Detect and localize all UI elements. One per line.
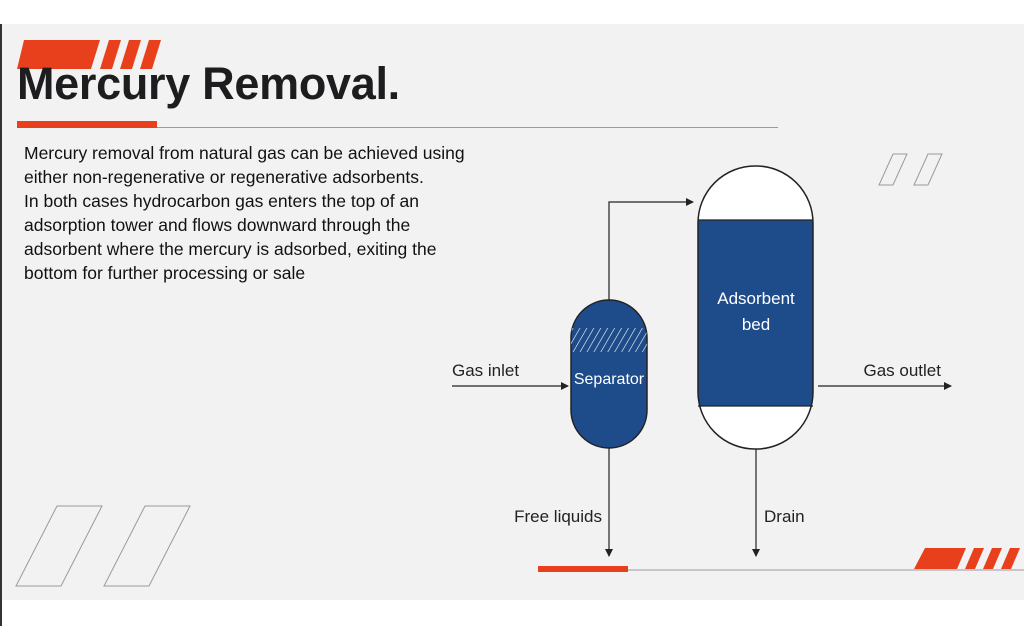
outline-stripe xyxy=(15,505,103,587)
outline-stripe xyxy=(878,153,908,186)
body-paragraph: Mercury removal from natural gas can be … xyxy=(24,141,544,285)
gas-inlet-label: Gas inlet xyxy=(452,361,519,380)
body-line: Mercury removal from natural gas can be … xyxy=(24,143,465,163)
slide-title: Mercury Removal. xyxy=(17,58,400,109)
adsorbent-bed xyxy=(698,220,813,406)
red-stripe xyxy=(17,40,100,69)
red-stripe xyxy=(983,548,1002,569)
adsorbent-label-line2: bed xyxy=(742,315,770,334)
top-left-red-stripes xyxy=(17,40,161,69)
left-edge-border xyxy=(0,24,2,626)
red-stripe xyxy=(1001,548,1020,569)
outline-stripe xyxy=(913,153,943,186)
separator-label: Separator xyxy=(574,371,645,388)
free-liquids-label: Free liquids xyxy=(514,507,602,526)
top-right-outline-stripes xyxy=(878,153,943,186)
red-stripe xyxy=(140,40,161,69)
title-underline xyxy=(17,121,157,128)
body-line: In both cases hydrocarbon gas enters the… xyxy=(24,191,419,211)
drain-label: Drain xyxy=(764,507,805,526)
outline-stripe xyxy=(103,505,191,587)
red-stripe xyxy=(120,40,141,69)
header-rule xyxy=(157,127,778,128)
adsorber-vessel: Adsorbent bed xyxy=(697,165,814,450)
separator-vessel: Separator xyxy=(570,299,648,449)
slide-background xyxy=(0,24,1024,600)
body-line: adsorbent where the mercury is adsorbed,… xyxy=(24,239,437,259)
red-stripe xyxy=(965,548,984,569)
adsorbent-label-line1: Adsorbent xyxy=(717,289,795,308)
bottom-right-red-stripes xyxy=(914,548,1020,569)
bottom-left-outline-stripes xyxy=(15,505,191,587)
red-stripe xyxy=(914,548,966,569)
separator-to-adsorber-line xyxy=(608,198,694,300)
body-line: either non-regenerative or regenerative … xyxy=(24,167,424,187)
bottom-red-bar xyxy=(538,566,628,572)
separator-mesh-pad xyxy=(571,328,647,352)
body-line: bottom for further processing or sale xyxy=(24,263,306,283)
gas-outlet-label: Gas outlet xyxy=(864,361,942,380)
red-stripe xyxy=(100,40,121,69)
body-line: adsorption tower and flows downward thro… xyxy=(24,215,411,235)
